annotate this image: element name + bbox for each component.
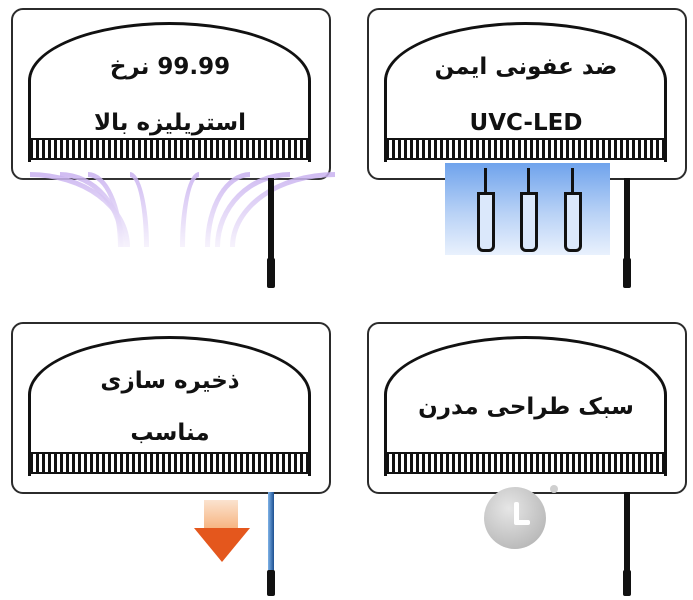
uvc-led-text: UVC-LED: [469, 110, 583, 136]
cable-plug: [623, 570, 631, 596]
safe-disinfection-text: ضد عفونی ایمن: [434, 54, 618, 80]
power-cable: [624, 492, 630, 574]
modern-design-text: سبک طراحی مدرن: [418, 394, 634, 420]
high-sterilization-text: استریلیزه بالا: [94, 110, 246, 136]
power-cable: [268, 178, 274, 263]
card-storage: ذخیره سازی مناسب: [11, 322, 331, 494]
cable-plug: [267, 570, 275, 596]
cable-plug: [623, 258, 631, 288]
lamp-grille: [28, 138, 311, 160]
storage-text: ذخیره سازی: [100, 368, 240, 394]
lamp-grille: [28, 452, 311, 474]
card-uv-sterilization: 99.99 نرخ استریلیزه بالا: [11, 8, 331, 180]
card-uvc-led: ضد عفونی ایمن UVC-LED: [367, 8, 687, 180]
power-cable: [624, 178, 630, 263]
cable-plug: [267, 258, 275, 288]
power-cable: [268, 492, 274, 574]
card-modern-design: سبک طراحی مدرن: [367, 322, 687, 494]
lamp-grille: [384, 452, 667, 474]
lamp-grille: [384, 138, 667, 160]
sterilization-rate-text: 99.99 نرخ: [109, 54, 231, 80]
suitable-text: مناسب: [130, 420, 210, 446]
